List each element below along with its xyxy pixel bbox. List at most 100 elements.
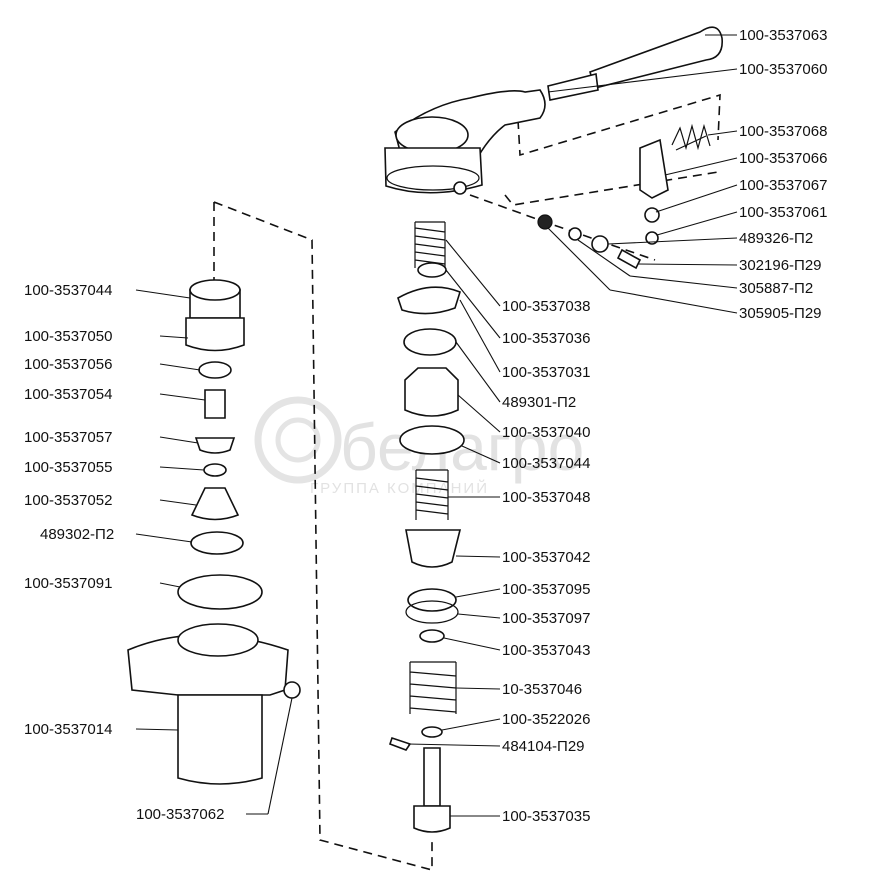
leader-l-3537091 [159, 582, 181, 588]
leader-3537031 [459, 299, 501, 373]
leader-489326 [607, 237, 738, 245]
leader-3537066 [664, 157, 738, 176]
leader-lines-left [135, 289, 293, 815]
housing-100-3537014 [177, 694, 263, 785]
ring-100-3537095 [407, 588, 457, 612]
leader-3537060 [547, 68, 738, 93]
left-stack [127, 279, 301, 785]
label-100-3537063: 100-3537063 [739, 27, 827, 44]
label-100-3537095: 100-3537095 [502, 581, 590, 598]
leader-l-3537056 [159, 363, 201, 371]
assembly-dash-top [517, 93, 721, 157]
pin-484104 [388, 736, 412, 751]
label-100-3537044-right: 100-3537044 [502, 455, 590, 472]
spring-100-3537068 [671, 123, 711, 151]
seat-100-3537057 [194, 437, 236, 454]
shaft-stack [388, 221, 465, 833]
label-489326-P2: 489326-П2 [739, 230, 813, 247]
bushing-100-3537044-top [189, 279, 241, 301]
leader-l-3537057 [159, 436, 199, 444]
watermark-brand: белагро [340, 410, 584, 484]
leader-l-3537014 [135, 728, 179, 731]
watermark: белагро ГРУППА КОМПАНИЙ [254, 396, 584, 497]
plunger-100-3537054 [204, 389, 226, 419]
spring-100-3537038 [414, 221, 446, 268]
leader-l-3537052 [159, 499, 197, 506]
label-100-3537057: 100-3537057 [24, 429, 112, 446]
washer-100-3537056 [198, 361, 232, 379]
leader-305905 [547, 227, 611, 291]
watermark-logo-ring-inner [275, 417, 321, 463]
cap-100-3537040 [404, 367, 459, 417]
leader-l-3537054 [159, 393, 206, 401]
leader-3537038 [445, 239, 501, 307]
leader-l-3537062b [267, 697, 293, 815]
label-302196-P29: 302196-П29 [739, 257, 822, 274]
ring-489301 [403, 328, 457, 356]
lever-housing-ring [386, 165, 480, 191]
label-100-3537054: 100-3537054 [24, 386, 112, 403]
washer-100-3522026 [421, 726, 443, 738]
watermark-subtitle: ГРУППА КОМПАНИЙ [310, 479, 489, 497]
sleeve-100-3537042 [405, 529, 462, 568]
leader-302196 [637, 263, 738, 266]
leader-3522026 [441, 718, 501, 731]
leader-3537042 [455, 555, 501, 558]
washer-100-3537036 [417, 262, 447, 278]
assembly-dash-right [504, 171, 719, 206]
washer-100-3537043 [419, 629, 445, 643]
label-100-3537068: 100-3537068 [739, 123, 827, 140]
leader-l-3537044 [135, 289, 191, 299]
label-100-3537031: 100-3537031 [502, 364, 590, 381]
flange-collar-100-3537014 [177, 623, 259, 657]
label-100-3537014: 100-3537014 [24, 721, 112, 738]
label-100-3537040: 100-3537040 [502, 424, 590, 441]
leader-3537043 [443, 637, 501, 651]
assembly-dash-left [213, 201, 433, 872]
assembly-dash-small [469, 194, 656, 261]
leader-l-489302 [135, 533, 193, 543]
spring-10-3537046 [409, 661, 457, 714]
label-100-3537035: 100-3537035 [502, 808, 590, 825]
plug-100-3537062 [283, 681, 301, 699]
rod-100-3537035 [423, 747, 441, 807]
leader-3537095 [455, 588, 501, 598]
label-100-3537055: 100-3537055 [24, 459, 112, 476]
label-100-3537061: 100-3537061 [739, 204, 827, 221]
watermark-logo-ring [254, 396, 342, 484]
label-305887-P2: 305887-П2 [739, 280, 813, 297]
washer-100-3537055 [203, 463, 227, 477]
label-100-3537060: 100-3537060 [739, 61, 827, 78]
label-100-3537052: 100-3537052 [24, 492, 112, 509]
leader-lines-right [407, 34, 738, 817]
label-100-3537066: 100-3537066 [739, 150, 827, 167]
label-489302-P2: 489302-П2 [40, 526, 114, 543]
ring-100-3537044 [399, 425, 465, 455]
leader-3537036 [445, 269, 501, 339]
spring-100-3537048 [415, 469, 449, 520]
label-305905-P29: 305905-П29 [739, 305, 822, 322]
leader-3537046 [455, 687, 501, 690]
label-100-3537036: 100-3537036 [502, 330, 590, 347]
leader-l-3537050 [159, 335, 189, 339]
cone-100-3537052 [190, 487, 240, 521]
leader-484104 [407, 743, 501, 747]
body-100-3537050 [185, 317, 245, 352]
label-100-3537043: 100-3537043 [502, 642, 590, 659]
label-100-3537091: 100-3537091 [24, 575, 112, 592]
label-100-3537097: 100-3537097 [502, 610, 590, 627]
selector-parts [537, 123, 711, 270]
label-100-3537050: 100-3537050 [24, 328, 112, 345]
leader-3537068 [707, 130, 738, 136]
label-100-3537062: 100-3537062 [136, 806, 224, 823]
bolt-302196 [616, 248, 642, 270]
label-484104-P29: 484104-П29 [502, 738, 585, 755]
lever-rod [547, 73, 599, 101]
ring-100-3537097 [405, 600, 459, 624]
fork-100-3537066 [639, 138, 669, 199]
washer-305887 [568, 227, 582, 241]
base-100-3537035 [413, 805, 451, 833]
leader-3537067 [655, 184, 738, 213]
lever-housing-base [384, 147, 483, 194]
lever-knob [589, 26, 723, 89]
